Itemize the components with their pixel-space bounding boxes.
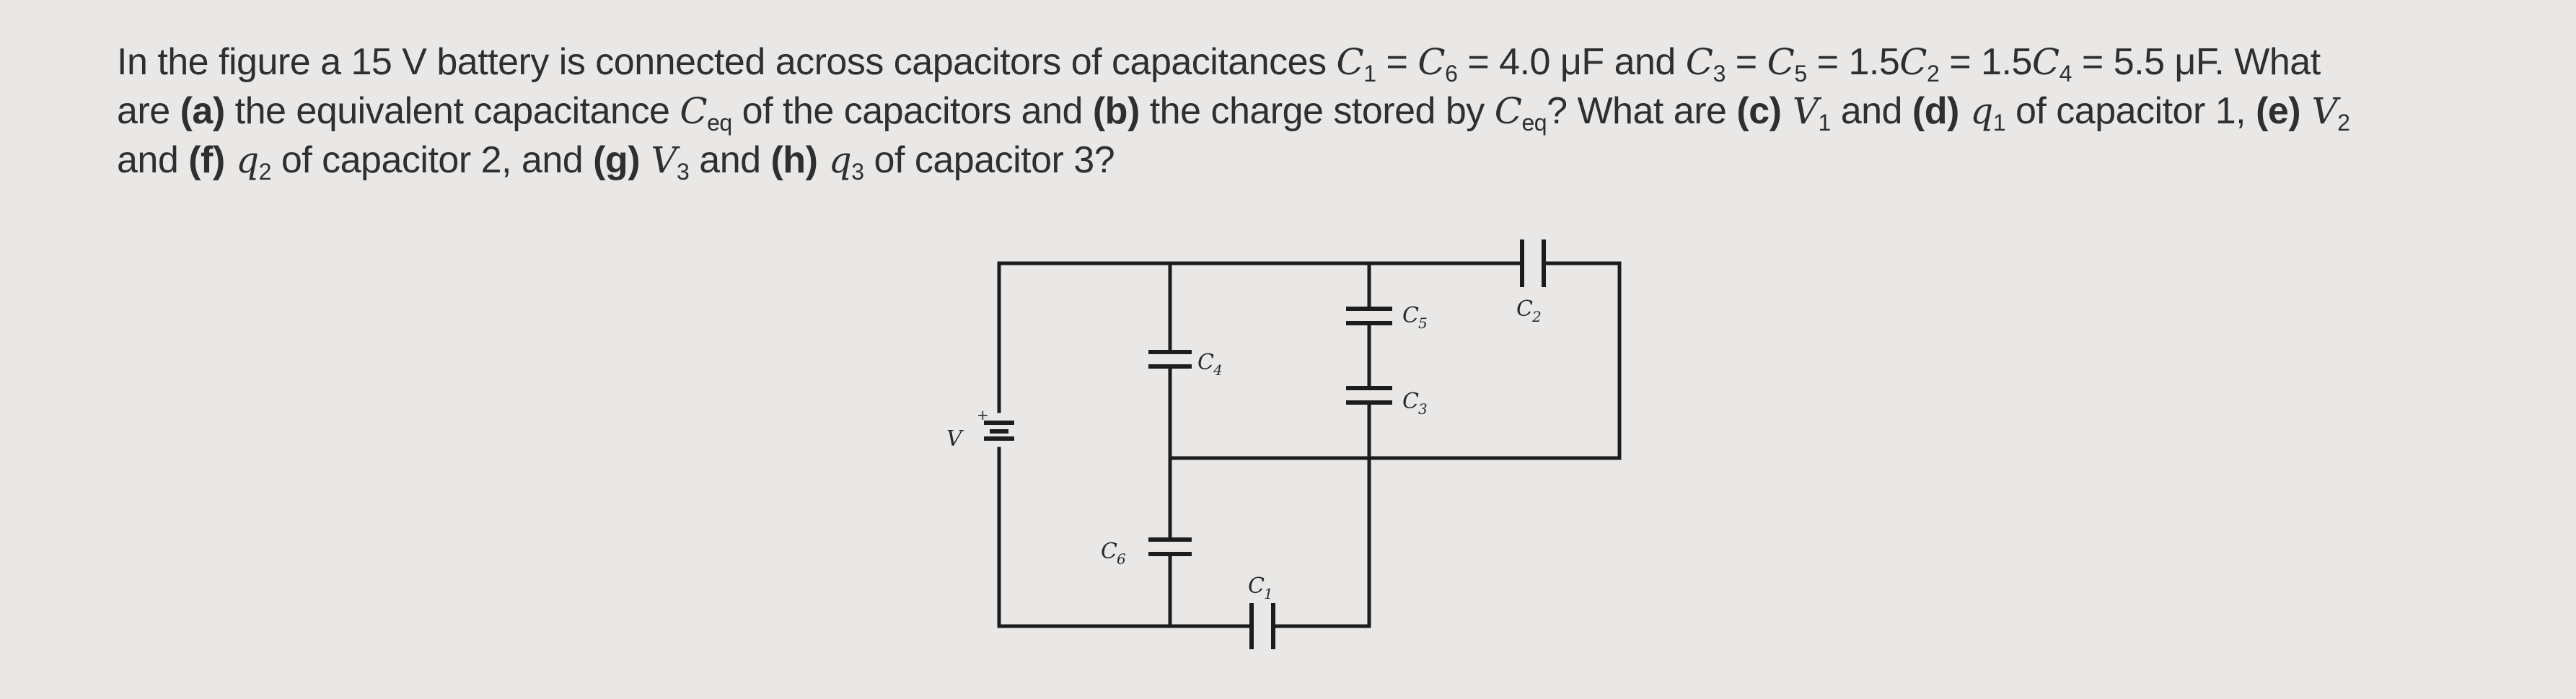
text-eq1: = bbox=[1376, 41, 1418, 83]
part-g-marker: (g) bbox=[593, 139, 641, 181]
question-line-1: In the figure a 15 V battery is connecte… bbox=[117, 38, 2483, 87]
capacitor-c5: C 5 bbox=[1346, 303, 1428, 332]
capacitor-c3: C 3 bbox=[1346, 386, 1428, 418]
symbol-c1-sub: 1 bbox=[1363, 61, 1376, 87]
part-b-marker: (b) bbox=[1092, 90, 1140, 132]
question-line-2: are (a) the equivalent capacitance Ceq o… bbox=[117, 87, 2483, 136]
text-equivalent: the equivalent capacitance bbox=[224, 90, 680, 132]
c5-label-sub: 5 bbox=[1418, 315, 1428, 332]
c5-label: C bbox=[1402, 303, 1419, 328]
symbol-c2: C bbox=[1899, 41, 1927, 83]
symbol-q1-sub: 1 bbox=[1992, 110, 2006, 136]
part-f-marker: (f) bbox=[188, 139, 225, 181]
symbol-v1: V bbox=[1781, 90, 1819, 132]
text-and-4: and bbox=[689, 139, 771, 181]
text-what-are: ? What are bbox=[1547, 90, 1737, 132]
c3-label-sub: 3 bbox=[1418, 400, 1428, 418]
symbol-c6-sub: 6 bbox=[1445, 61, 1458, 87]
c2-label: C bbox=[1516, 296, 1533, 322]
text-of-capacitor-1: of capacitor 1, bbox=[2005, 90, 2256, 132]
symbol-c6: C bbox=[1417, 41, 1446, 83]
symbol-ceq-2-sub: eq bbox=[1521, 110, 1547, 136]
symbol-ceq-sub: eq bbox=[707, 110, 732, 136]
symbol-q1: q bbox=[1959, 90, 1993, 132]
text-of-capacitor-3: of capacitor 3? bbox=[863, 139, 1115, 181]
battery: V + bbox=[946, 406, 1014, 452]
symbol-v1-sub: 1 bbox=[1818, 110, 1831, 136]
symbol-c2-sub: 2 bbox=[1927, 61, 1940, 87]
question-text: In the figure a 15 V battery is connecte… bbox=[117, 38, 2483, 185]
circuit-wires bbox=[997, 261, 1622, 628]
symbol-c1: C bbox=[1336, 41, 1364, 83]
symbol-q2-sub: 2 bbox=[258, 159, 272, 185]
symbol-c5-sub: 5 bbox=[1794, 61, 1807, 87]
text-eq4: = 1.5 bbox=[1939, 41, 2032, 83]
text-of-capacitor-2: of capacitor 2, and bbox=[271, 139, 594, 181]
text-val1: = 4.0 μF and bbox=[1457, 41, 1686, 83]
capacitor-c6: C 6 bbox=[1101, 537, 1192, 568]
c3-label: C bbox=[1402, 389, 1419, 414]
symbol-q3-sub: 3 bbox=[851, 159, 864, 185]
part-d-marker: (d) bbox=[1912, 90, 1959, 132]
part-a-marker: (a) bbox=[180, 90, 226, 132]
text-eq2: = bbox=[1725, 41, 1767, 83]
c6-label-sub: 6 bbox=[1117, 550, 1126, 568]
symbol-q2: q bbox=[224, 139, 259, 181]
text-are: are bbox=[117, 90, 180, 132]
symbol-c3-sub: 3 bbox=[1713, 61, 1726, 87]
battery-label: V bbox=[946, 426, 964, 452]
c2-label-sub: 2 bbox=[1531, 308, 1542, 325]
capacitor-c4: C 4 bbox=[1148, 350, 1223, 379]
symbol-c4-sub: 4 bbox=[2059, 61, 2072, 87]
symbol-c5: C bbox=[1767, 41, 1795, 83]
part-e-marker: (e) bbox=[2256, 90, 2301, 132]
symbol-c4: C bbox=[2031, 41, 2060, 83]
part-h-marker: (h) bbox=[770, 139, 818, 181]
symbol-v2-sub: 2 bbox=[2337, 110, 2350, 136]
capacitor-c2: C 2 bbox=[1516, 239, 1546, 325]
part-c-marker: (c) bbox=[1736, 90, 1782, 132]
symbol-v3-sub: 3 bbox=[677, 159, 690, 185]
symbol-q3: q bbox=[817, 139, 852, 181]
c4-label: C bbox=[1197, 350, 1214, 375]
text-and: and bbox=[1830, 90, 1912, 132]
question-line-3: and (f) q2 of capacitor 2, and (g) V3 an… bbox=[117, 136, 2483, 185]
text-charge-stored: the charge stored by bbox=[1139, 90, 1495, 132]
text-and-3: and bbox=[117, 139, 189, 181]
question-intro: In the figure a 15 V battery is connecte… bbox=[117, 41, 1337, 83]
text-eq3: = 1.5 bbox=[1806, 41, 1900, 83]
battery-plus-sign: + bbox=[977, 406, 989, 423]
c1-label-sub: 1 bbox=[1264, 585, 1273, 602]
symbol-ceq-2: C bbox=[1494, 90, 1522, 132]
capacitor-c1: C 1 bbox=[1248, 573, 1275, 649]
symbol-ceq: C bbox=[680, 90, 708, 132]
text-val2: = 5.5 μF. What bbox=[2071, 41, 2321, 83]
symbol-v2: V bbox=[2300, 90, 2338, 132]
symbol-c3: C bbox=[1685, 41, 1713, 83]
c1-label: C bbox=[1248, 573, 1265, 599]
symbol-v3: V bbox=[640, 139, 677, 181]
c4-label-sub: 4 bbox=[1213, 361, 1223, 379]
c6-label: C bbox=[1101, 539, 1117, 564]
text-of-capacitors: of the capacitors and bbox=[731, 90, 1093, 132]
